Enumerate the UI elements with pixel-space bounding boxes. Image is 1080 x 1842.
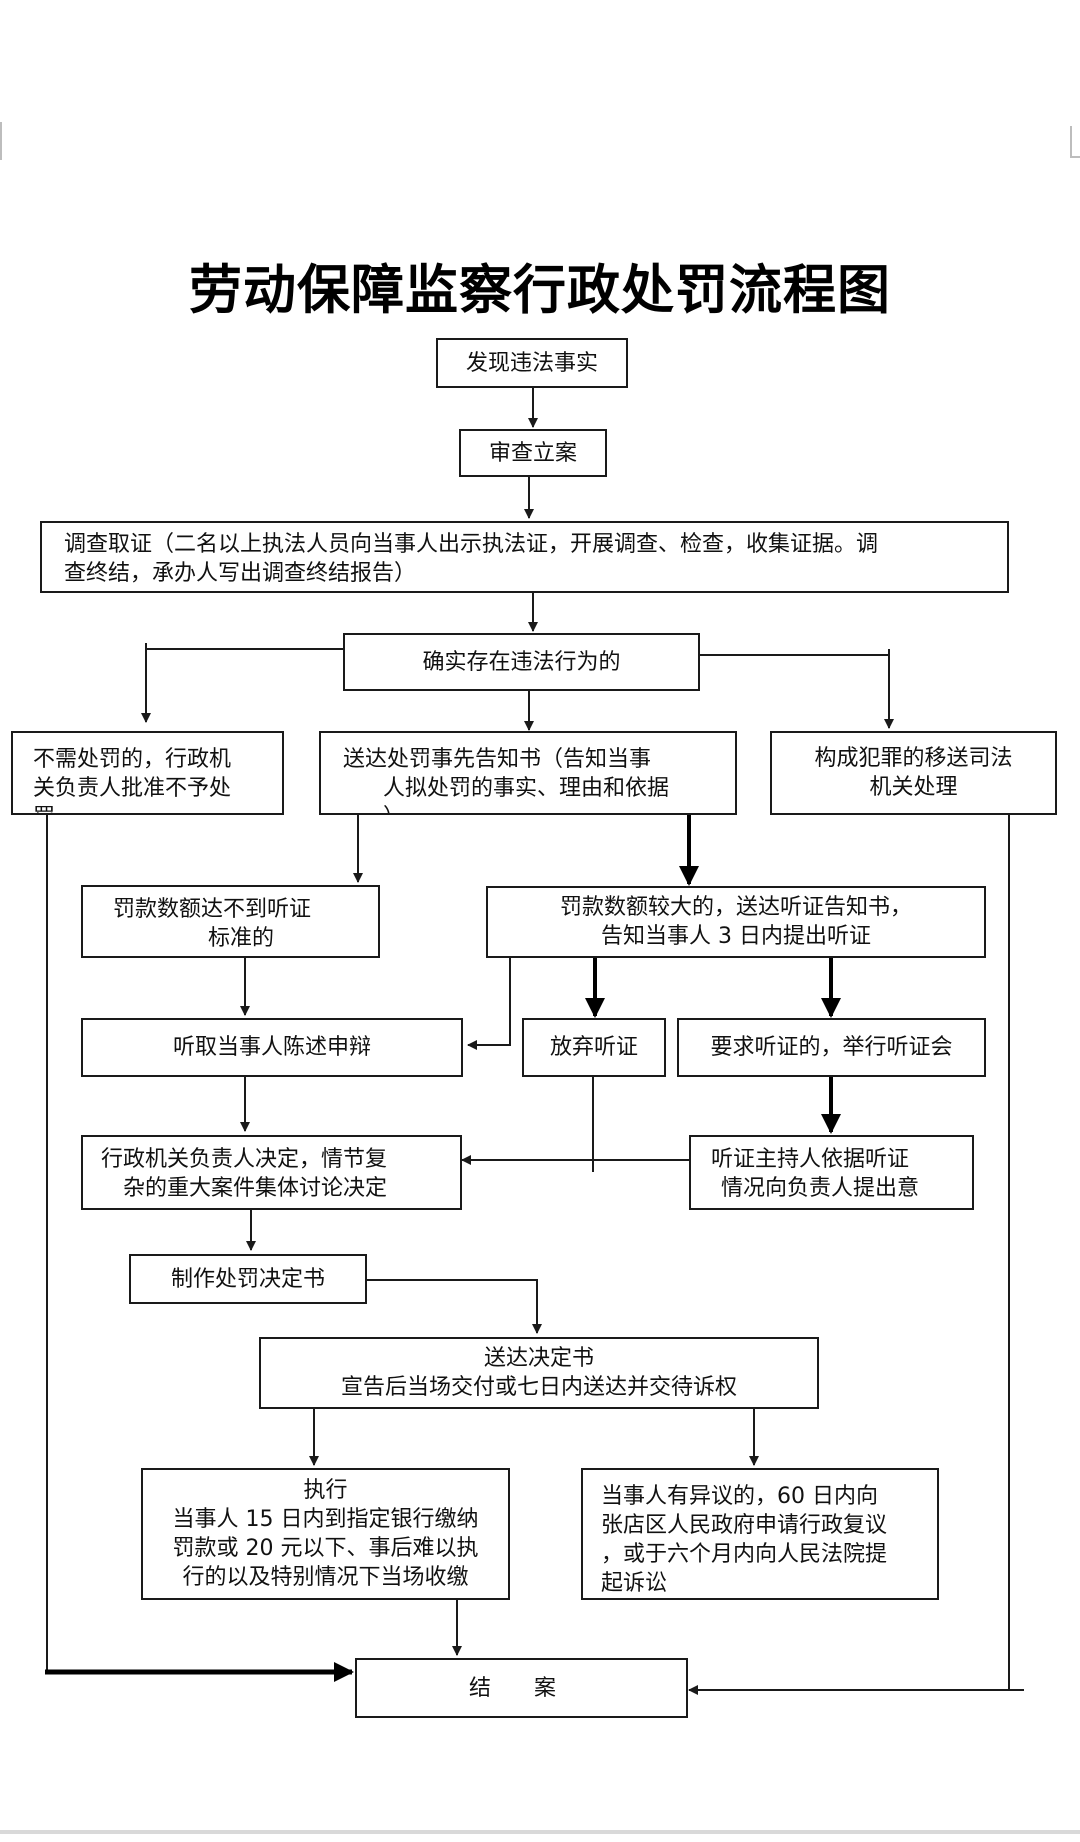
- node-large-fine: 罚款数额较大的，送达听证告知书， 告知当事人 3 日内提出听证: [486, 886, 986, 958]
- node-large-fine-line-2: 告知当事人 3 日内提出听证: [601, 924, 871, 949]
- node-below-standard-line-2: 标准的: [208, 926, 275, 951]
- node-no-penalty: 不需处罚的，行政机 关负责人批准不予处 罚: [11, 731, 284, 815]
- node-below-standard: 罚款数额达不到听证 标准的: [81, 885, 380, 958]
- node-register: 审查立案: [459, 429, 607, 477]
- node-decide-line-2: 杂的重大案件集体讨论决定: [123, 1176, 388, 1201]
- node-discover-line: 发现违法事实: [465, 350, 598, 376]
- node-request-line: 要求听证的，举行听证会: [710, 1035, 953, 1060]
- node-host-line-2: 情况向负责人提出意: [721, 1176, 920, 1201]
- node-objection-line-3: ，或于六个月内向人民法院提: [601, 1542, 888, 1567]
- node-confirmed: 确实存在违法行为的: [343, 633, 700, 691]
- node-large-fine-line-1: 罚款数额较大的，送达听证告知书，: [559, 895, 912, 920]
- node-decide-line-1: 行政机关负责人决定，情节复: [101, 1147, 388, 1172]
- node-prior-notice-line-2: 人拟处罚的事实、理由和依据: [383, 776, 670, 801]
- node-execute: 执行 当事人 15 日内到指定银行缴纳 罚款或 20 元以下、事后难以执 行的以…: [141, 1468, 510, 1600]
- arrow-confirmed-criminal: [700, 654, 894, 729]
- node-investigate-line-2: 查终结，承办人写出调查终结报告）: [64, 561, 417, 586]
- node-objection-line-2: 张店区人民政府申请行政复议: [601, 1513, 888, 1538]
- page-bottom-rule: [0, 1830, 1080, 1834]
- node-make-decision-line: 制作处罚决定书: [170, 1266, 325, 1292]
- node-close-line: 结 案: [469, 1675, 574, 1701]
- node-no-penalty-line-3: 罚: [33, 803, 272, 813]
- node-make-decision: 制作处罚决定书: [129, 1254, 367, 1304]
- node-host-line-1: 听证主持人依据听证: [711, 1147, 910, 1172]
- node-close: 结 案: [355, 1658, 688, 1718]
- node-investigate-line-1: 调查取证（二名以上执法人员向当事人出示执法证，开展调查、检查，收集证据。调: [64, 532, 879, 557]
- node-criminal-line-2: 机关处理: [869, 775, 958, 800]
- node-execute-line-3: 罚款或 20 元以下、事后难以执: [172, 1536, 479, 1561]
- node-decide: 行政机关负责人决定，情节复 杂的重大案件集体讨论决定: [81, 1135, 462, 1210]
- node-execute-line-2: 当事人 15 日内到指定银行缴纳: [172, 1507, 479, 1532]
- node-hear-defense: 听取当事人陈述申辩: [81, 1018, 463, 1077]
- node-prior-notice-line-1: 送达处罚事先告知书（告知当事: [343, 747, 652, 772]
- node-criminal: 构成犯罪的移送司法 机关处理: [770, 731, 1057, 815]
- node-objection-line-4: 起诉讼: [601, 1571, 668, 1596]
- node-prior-notice: 送达处罚事先告知书（告知当事 人拟处罚的事实、理由和依据 ）: [319, 731, 737, 815]
- node-discover: 发现违法事实: [436, 338, 628, 388]
- node-execute-line-4: 行的以及特别情况下当场收缴: [182, 1565, 469, 1590]
- arrow-confirmed-no-penalty: [141, 648, 343, 723]
- node-request: 要求听证的，举行听证会: [677, 1018, 986, 1077]
- node-prior-notice-line-3: ）: [343, 803, 725, 813]
- corner-mark-right-foot: [1070, 156, 1080, 158]
- node-objection-line-1: 当事人有异议的，60 日内向: [601, 1484, 878, 1509]
- node-objection: 当事人有异议的，60 日内向 张店区人民政府申请行政复议 ，或于六个月内向人民法…: [581, 1468, 939, 1600]
- node-deliver: 送达决定书 宣告后当场交付或七日内送达并交待诉权: [259, 1337, 819, 1409]
- node-deliver-line-1: 送达决定书: [483, 1346, 594, 1371]
- node-no-penalty-line-1: 不需处罚的，行政机: [33, 747, 232, 772]
- node-below-standard-line-1: 罚款数额达不到听证: [113, 897, 312, 922]
- node-investigate: 调查取证（二名以上执法人员向当事人出示执法证，开展调查、检查，收集证据。调 查终…: [40, 521, 1009, 593]
- node-waive-line: 放弃听证: [549, 1035, 638, 1060]
- corner-mark-right: [1070, 126, 1072, 158]
- node-hear-defense-line: 听取当事人陈述申辩: [172, 1035, 371, 1060]
- node-waive: 放弃听证: [522, 1018, 666, 1077]
- node-criminal-line-1: 构成犯罪的移送司法: [814, 746, 1013, 771]
- node-no-penalty-line-2: 关负责人批准不予处: [33, 776, 232, 801]
- node-deliver-line-2: 宣告后当场交付或七日内送达并交待诉权: [340, 1375, 737, 1400]
- node-execute-line-1: 执行: [303, 1478, 348, 1503]
- page-title: 劳动保障监察行政处罚流程图: [189, 259, 891, 321]
- arrow-make-deliver: [367, 1279, 542, 1334]
- node-register-line: 审查立案: [488, 440, 577, 466]
- arrow-large-to-hear: [467, 958, 511, 1050]
- corner-mark-left: [0, 122, 2, 160]
- node-confirmed-line: 确实存在违法行为的: [422, 649, 621, 675]
- node-host: 听证主持人依据听证 情况向负责人提出意: [689, 1135, 974, 1210]
